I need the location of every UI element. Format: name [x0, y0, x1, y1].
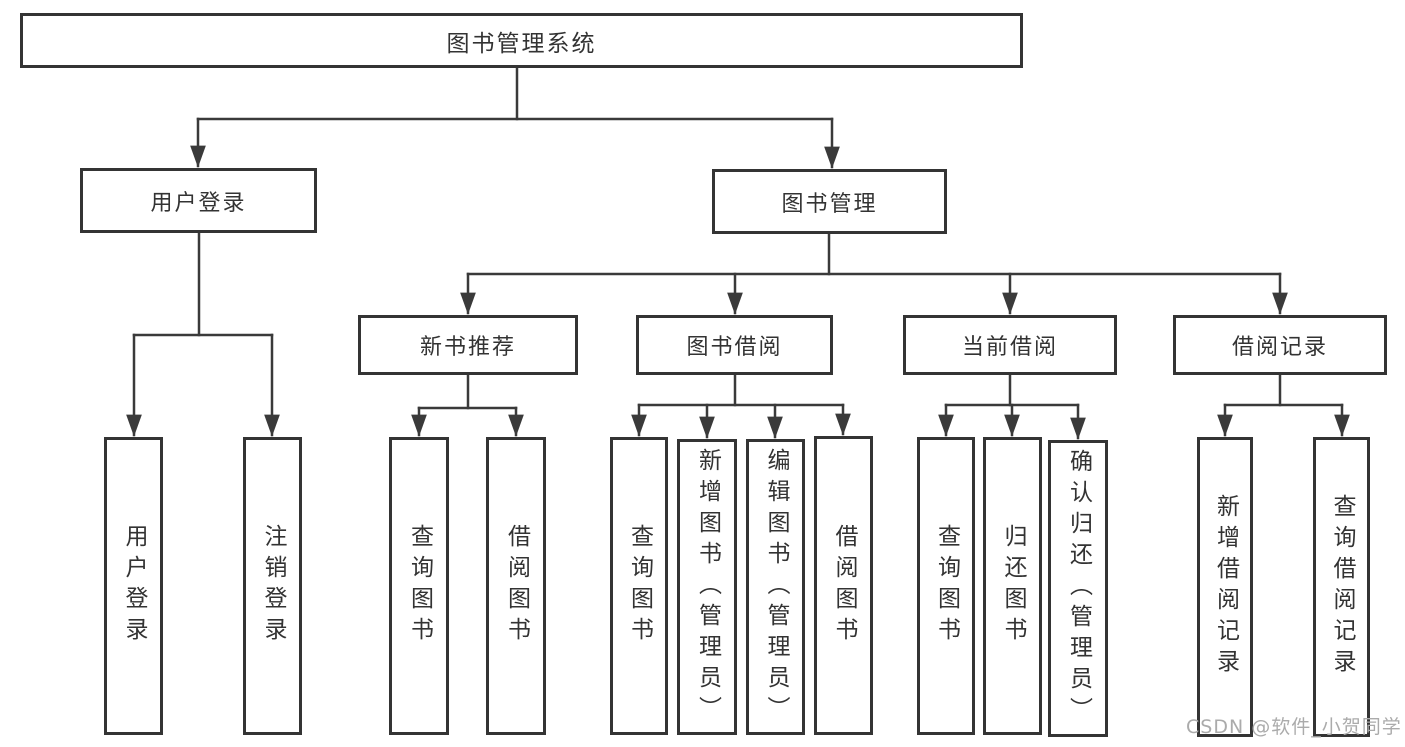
node-book-borrowing: 图书借阅 — [636, 315, 833, 375]
leaf-edit-book-admin-label: 编辑图书（管理员） — [763, 447, 789, 727]
node-library-system: 图书管理系统 — [20, 13, 1023, 68]
leaf-confirm-return-admin-label: 确认归还（管理员） — [1065, 449, 1092, 728]
leaf-query-books-recommend: 查询图书 — [389, 437, 449, 735]
node-book-management: 图书管理 — [712, 169, 947, 234]
leaf-borrow-books-recommend-label: 借阅图书 — [503, 524, 530, 648]
connector-book-management-to-level3 — [460, 232, 1288, 315]
leaf-add-book-admin: 新增图书（管理员） — [677, 439, 737, 735]
leaf-borrow-books-borrowing: 借阅图书 — [814, 436, 873, 735]
leaf-return-books-label: 归还图书 — [1000, 524, 1026, 648]
leaf-query-books-borrowing-label: 查询图书 — [626, 524, 653, 648]
leaf-query-borrow-record: 查询借阅记录 — [1313, 437, 1370, 737]
leaf-user-login: 用户登录 — [104, 437, 163, 735]
leaf-add-book-admin-label: 新增图书（管理员） — [694, 447, 721, 727]
leaf-user-login-label: 用户登录 — [121, 524, 147, 648]
leaf-query-borrow-record-label: 查询借阅记录 — [1329, 494, 1355, 680]
leaf-query-books-current-label: 查询图书 — [933, 524, 960, 648]
connector-current-borrowing-to-leaves — [938, 373, 1086, 440]
connector-root-to-level2 — [190, 66, 840, 169]
leaf-logout-label: 注销登录 — [260, 524, 286, 648]
node-current-borrowing: 当前借阅 — [903, 315, 1117, 375]
watermark: CSDN @软件_小贺同学 — [1186, 716, 1402, 738]
leaf-add-borrow-record-label: 新增借阅记录 — [1212, 494, 1239, 680]
node-borrowing-records: 借阅记录 — [1173, 315, 1387, 375]
leaf-logout: 注销登录 — [243, 437, 302, 735]
connector-book-borrowing-to-leaves — [631, 373, 851, 439]
connector-new-book-recommend-to-leaves — [411, 373, 524, 437]
node-new-book-recommend: 新书推荐 — [358, 315, 578, 375]
leaf-query-books-borrowing: 查询图书 — [610, 437, 668, 735]
leaf-add-borrow-record: 新增借阅记录 — [1197, 437, 1253, 737]
leaf-confirm-return-admin: 确认归还（管理员） — [1048, 440, 1108, 737]
leaf-query-books-current: 查询图书 — [917, 437, 975, 735]
leaf-edit-book-admin: 编辑图书（管理员） — [746, 439, 805, 735]
connector-user-login-to-leaves — [126, 231, 280, 437]
leaf-borrow-books-borrowing-label: 借阅图书 — [831, 523, 857, 648]
leaf-return-books: 归还图书 — [983, 437, 1042, 735]
node-user-login: 用户登录 — [80, 168, 317, 233]
leaf-query-books-recommend-label: 查询图书 — [406, 524, 433, 648]
connector-borrowing-records-to-leaves — [1217, 373, 1350, 437]
leaf-borrow-books-recommend: 借阅图书 — [486, 437, 546, 735]
